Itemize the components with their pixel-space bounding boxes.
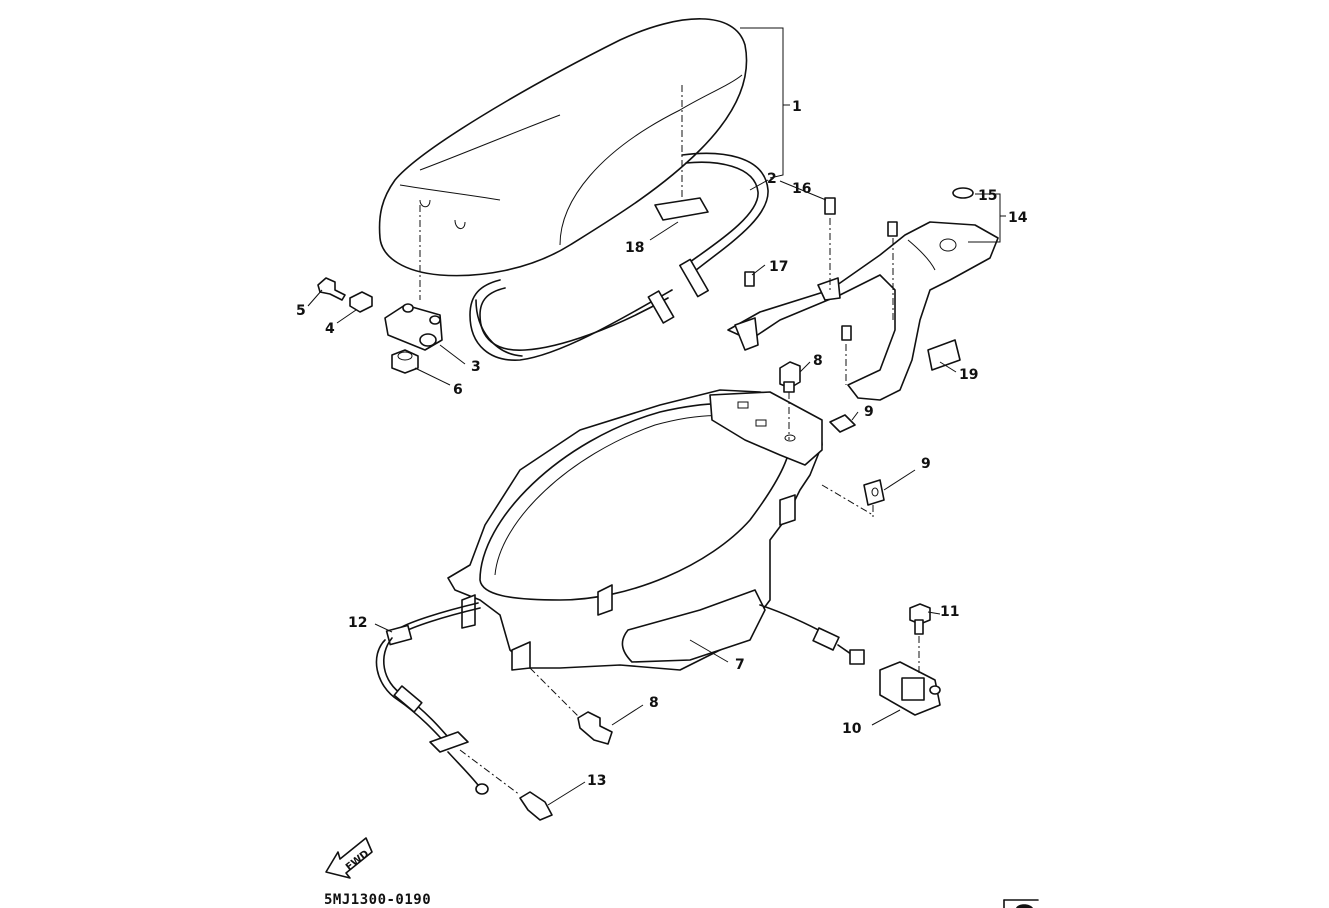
callout-16: 16 <box>792 181 811 197</box>
seat-seal-part <box>469 152 769 361</box>
callout-9a: 9 <box>864 404 874 420</box>
callout-9b: 9 <box>921 456 931 472</box>
cable-screw-part <box>459 749 553 821</box>
callout-2: 2 <box>767 171 777 187</box>
hinge-bolt-part <box>317 277 346 301</box>
clip-nut-part <box>829 414 885 506</box>
carrier-label-part <box>927 339 961 371</box>
carrier-cap-part <box>952 187 974 199</box>
rear-carrier-part <box>727 221 999 401</box>
callout-13: 13 <box>587 773 606 789</box>
box-bolt-part <box>529 361 801 745</box>
fwd-arrow-icon: FWD <box>325 837 373 879</box>
callout-1: 1 <box>792 99 802 115</box>
diagram-code: 5MJ1300-0190 <box>324 892 431 908</box>
callout-17: 17 <box>769 259 788 275</box>
callout-14: 14 <box>1008 210 1028 226</box>
seat-part <box>378 18 748 300</box>
callout-4: 4 <box>325 321 335 337</box>
callout-5: 5 <box>296 303 306 319</box>
callout-11: 11 <box>940 604 959 620</box>
seat-label-part <box>654 197 709 221</box>
lock-bolt-part <box>909 603 931 675</box>
callout-3: 3 <box>471 359 481 375</box>
hinge-nut-part <box>391 349 419 374</box>
leader-lines <box>307 27 1006 806</box>
seat-lock-part <box>879 661 941 716</box>
carrier-bolt-part <box>744 197 898 385</box>
corner-mark-icon <box>1003 899 1039 908</box>
seat-hinge-part <box>384 303 443 351</box>
callout-10: 10 <box>842 721 862 737</box>
callout-7: 7 <box>735 657 745 673</box>
seat-lock-cable-part <box>375 602 865 795</box>
callout-labels: 1 2 3 4 5 6 7 8 8 9 9 10 11 12 13 14 15 … <box>296 99 1028 789</box>
callout-12: 12 <box>348 615 367 631</box>
callout-8a: 8 <box>813 353 823 369</box>
bush-part <box>349 291 373 313</box>
callout-15: 15 <box>978 188 997 204</box>
callout-8b: 8 <box>649 695 659 711</box>
callout-18: 18 <box>625 240 644 256</box>
callout-19: 19 <box>959 367 978 383</box>
luggage-box-part <box>447 389 874 671</box>
callout-6: 6 <box>453 382 463 398</box>
